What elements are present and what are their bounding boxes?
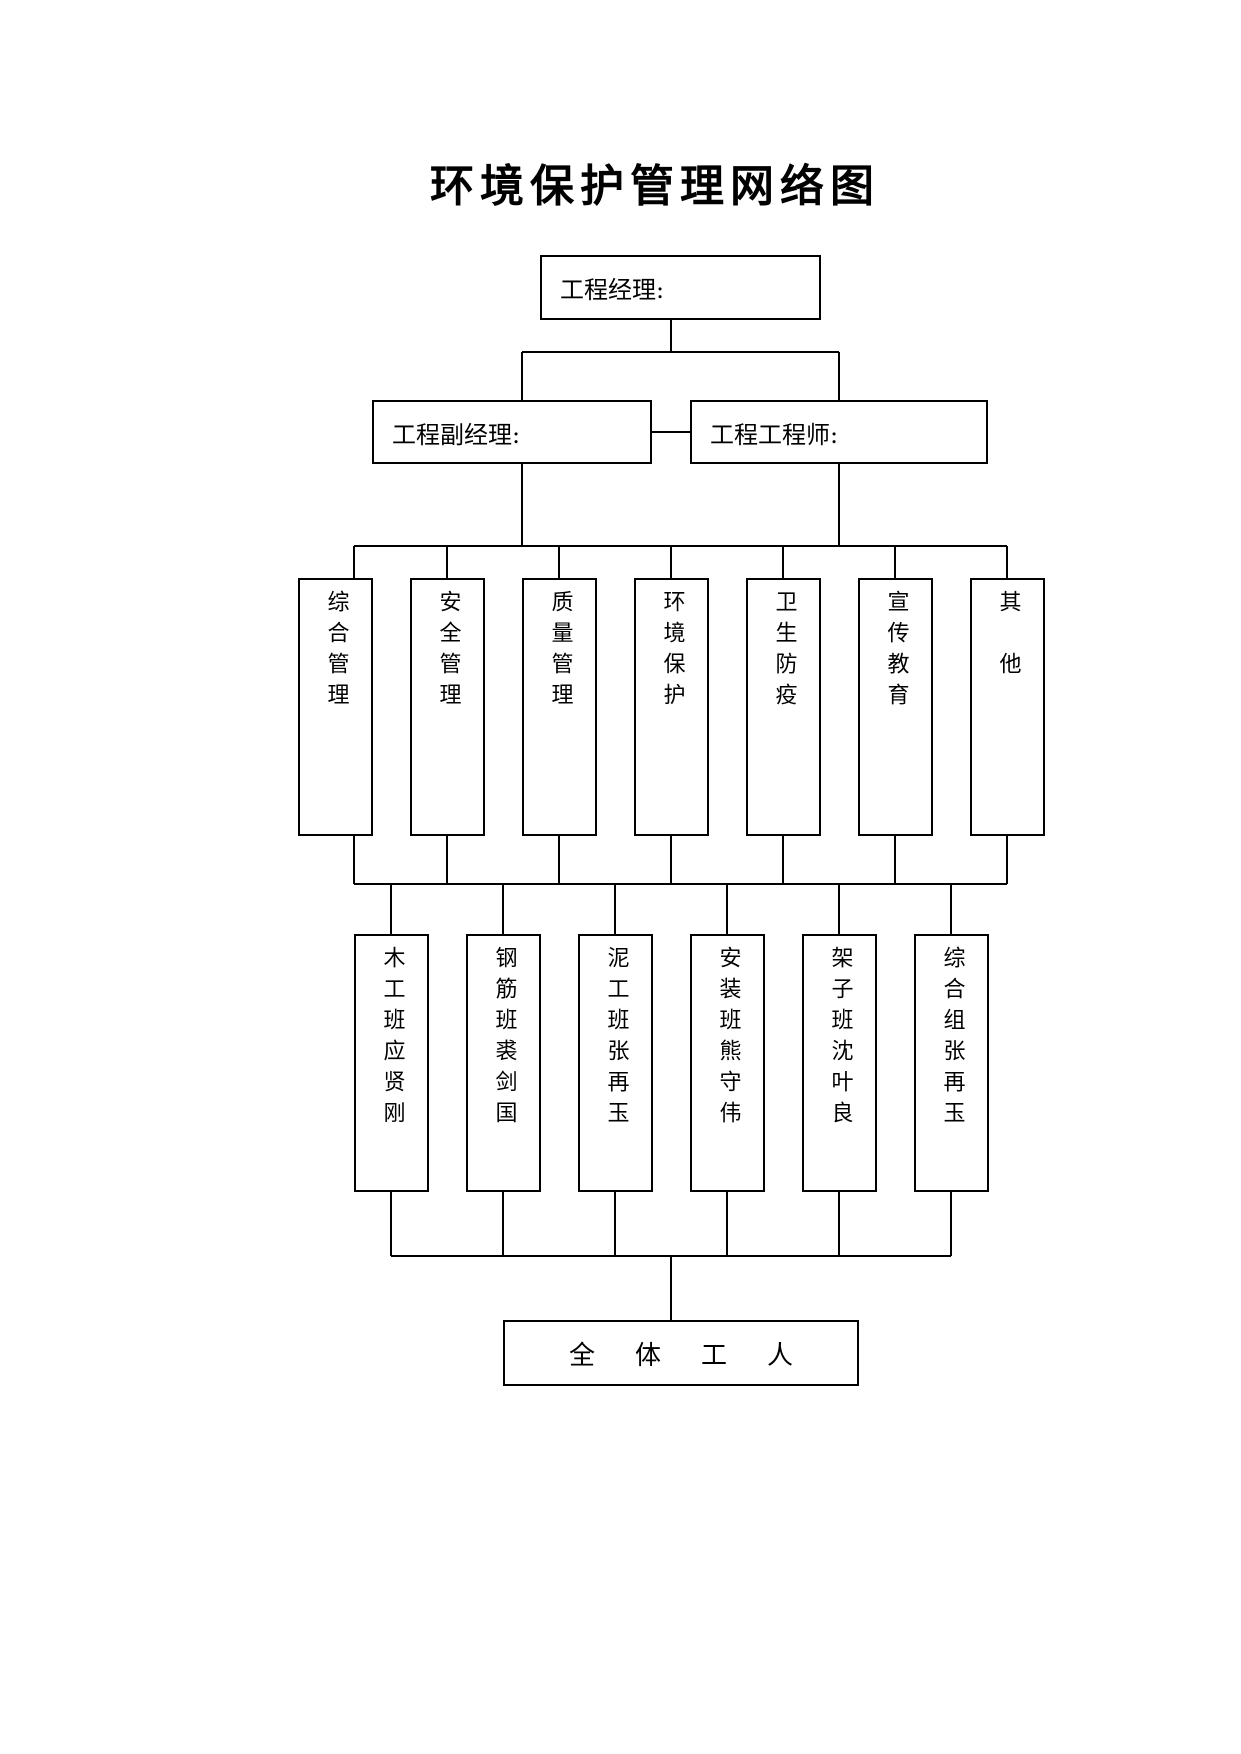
all-workers-label: 全体工人	[568, 1340, 833, 1371]
team-label: 钢筋班裘剑国	[491, 946, 517, 1132]
department-box-publicity: 宣传教育	[858, 578, 933, 836]
manager-box: 工程经理:	[540, 255, 821, 320]
department-label: 环境保护	[659, 590, 685, 714]
team-label: 架子班沈叶良	[827, 946, 853, 1132]
team-label: 泥工班张再玉	[603, 946, 629, 1132]
department-label: 卫生防疫	[771, 590, 797, 714]
department-box-hygiene: 卫生防疫	[746, 578, 821, 836]
team-box-rebar: 钢筋班裘剑国	[466, 934, 541, 1192]
department-label: 质量管理	[547, 590, 573, 714]
team-box-installation: 安装班熊守伟	[690, 934, 765, 1192]
page-title: 环境保护管理网络图	[430, 161, 880, 212]
team-box-scaffolding: 架子班沈叶良	[802, 934, 877, 1192]
department-box-quality: 质量管理	[522, 578, 597, 836]
department-box-other: 其 他	[970, 578, 1045, 836]
team-box-general: 综合组张再玉	[914, 934, 989, 1192]
department-label: 其 他	[995, 590, 1021, 683]
team-box-carpentry: 木工班应贤刚	[354, 934, 429, 1192]
engineer-box: 工程工程师:	[690, 400, 988, 464]
department-label: 宣传教育	[883, 590, 909, 714]
department-box-general: 综合管理	[298, 578, 373, 836]
deputy-manager-box: 工程副经理:	[372, 400, 652, 464]
team-label: 木工班应贤刚	[379, 946, 405, 1132]
engineer-label: 工程工程师:	[710, 420, 839, 449]
team-box-masonry: 泥工班张再玉	[578, 934, 653, 1192]
department-label: 安全管理	[435, 590, 461, 714]
team-label: 安装班熊守伟	[715, 946, 741, 1132]
department-box-safety: 安全管理	[410, 578, 485, 836]
deputy-manager-label: 工程副经理:	[392, 420, 521, 449]
department-box-environment: 环境保护	[634, 578, 709, 836]
team-label: 综合组张再玉	[939, 946, 965, 1132]
all-workers-box: 全体工人	[503, 1320, 859, 1386]
manager-label: 工程经理:	[560, 276, 665, 304]
department-label: 综合管理	[323, 590, 349, 714]
